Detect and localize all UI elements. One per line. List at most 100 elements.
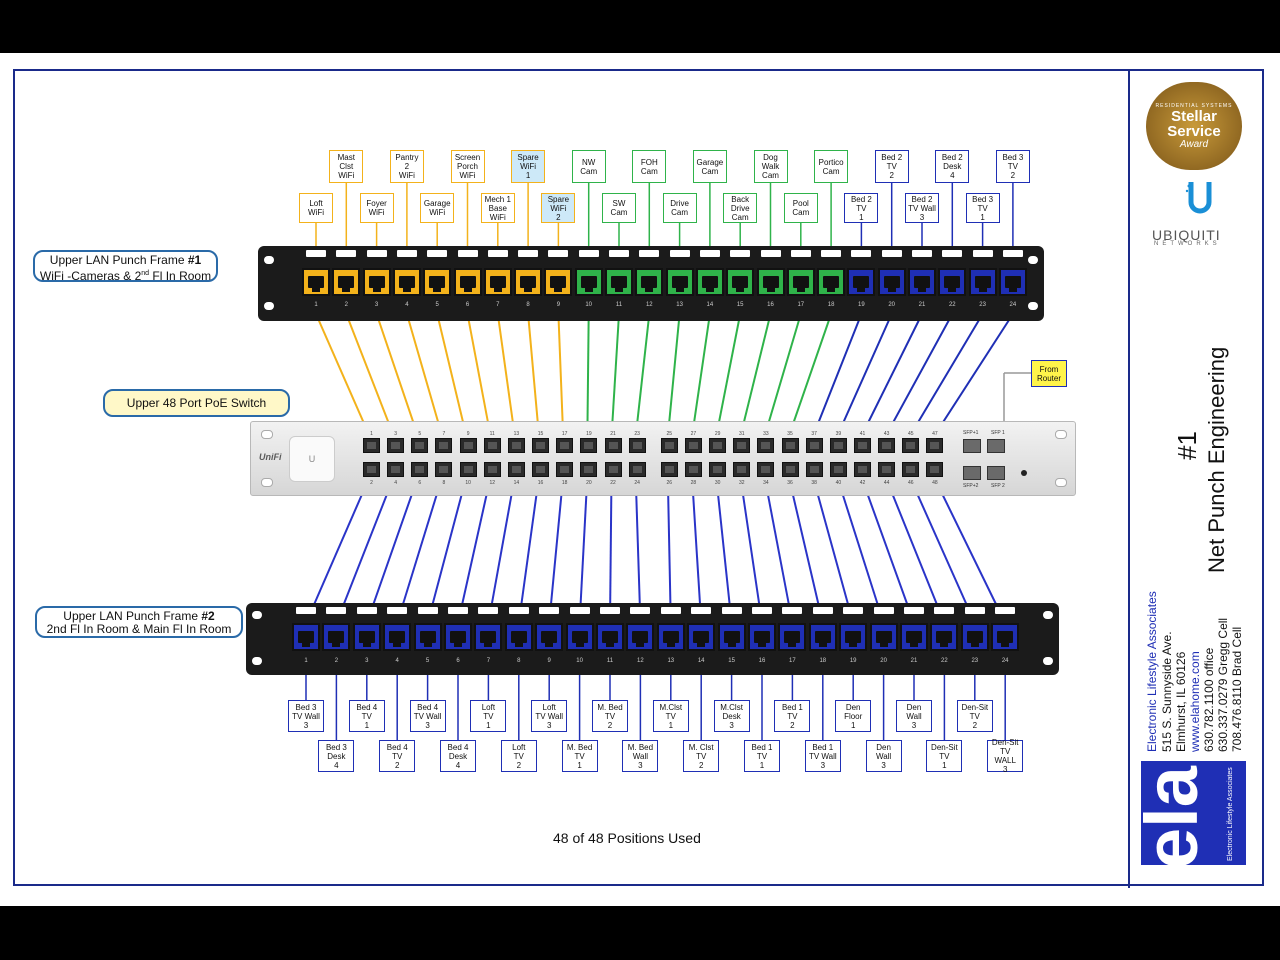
switch-port-18[interactable] bbox=[556, 462, 574, 477]
frame2-jack-16[interactable] bbox=[748, 623, 776, 651]
frame1-jack-18[interactable] bbox=[817, 268, 846, 296]
frame2-jack-18[interactable] bbox=[808, 623, 837, 651]
switch-port-8[interactable] bbox=[435, 462, 453, 477]
frame1-jack-11[interactable] bbox=[605, 268, 633, 296]
frame1-jack-4[interactable] bbox=[392, 268, 421, 296]
frame2-jack-20[interactable] bbox=[869, 623, 898, 651]
frame1-jack-23[interactable] bbox=[968, 268, 997, 296]
switch-port-9[interactable] bbox=[459, 438, 477, 453]
frame2-jack-5[interactable] bbox=[413, 623, 442, 651]
switch-port-48[interactable] bbox=[926, 462, 944, 477]
frame1-jack-16[interactable] bbox=[756, 268, 785, 296]
frame2-jack-4[interactable] bbox=[383, 623, 412, 651]
switch-port-7[interactable] bbox=[435, 438, 453, 453]
frame2-jack-10[interactable] bbox=[565, 623, 594, 651]
switch-port-40[interactable] bbox=[829, 462, 847, 477]
switch-port-39[interactable] bbox=[829, 438, 847, 453]
switch-port-5[interactable] bbox=[411, 438, 429, 453]
switch-port-14[interactable] bbox=[507, 462, 525, 477]
switch-port-46[interactable] bbox=[902, 462, 920, 477]
frame1-jack-20[interactable] bbox=[877, 268, 906, 296]
frame2-jack-21[interactable] bbox=[900, 623, 928, 651]
switch-port-19[interactable] bbox=[580, 438, 598, 453]
frame1-jack-10[interactable] bbox=[574, 268, 603, 296]
frame1-jack-15[interactable] bbox=[726, 268, 755, 296]
switch-port-31[interactable] bbox=[733, 438, 751, 453]
switch-port-30[interactable] bbox=[709, 462, 727, 477]
frame2-jack-14[interactable] bbox=[687, 623, 716, 651]
frame1-jack-12[interactable] bbox=[635, 268, 664, 296]
frame2-jack-17[interactable] bbox=[778, 623, 807, 651]
sfp-cage-2[interactable] bbox=[987, 439, 1005, 453]
reset-button[interactable] bbox=[1021, 470, 1027, 476]
frame1-jack-3[interactable] bbox=[362, 268, 391, 296]
switch-port-1[interactable] bbox=[363, 438, 380, 453]
sfp-cage-1[interactable] bbox=[963, 439, 981, 453]
switch-port-47[interactable] bbox=[926, 438, 944, 453]
switch-port-15[interactable] bbox=[532, 438, 550, 453]
switch-port-33[interactable] bbox=[757, 438, 775, 453]
sfp-cage-4[interactable] bbox=[987, 466, 1005, 480]
frame2-jack-11[interactable] bbox=[596, 623, 624, 651]
switch-port-13[interactable] bbox=[507, 438, 525, 453]
frame1-jack-13[interactable] bbox=[665, 268, 694, 296]
frame1-jack-17[interactable] bbox=[786, 268, 815, 296]
switch-port-22[interactable] bbox=[604, 462, 622, 477]
switch-port-10[interactable] bbox=[459, 462, 477, 477]
switch-port-32[interactable] bbox=[733, 462, 751, 477]
switch-port-41[interactable] bbox=[854, 438, 871, 453]
switch-port-44[interactable] bbox=[878, 462, 896, 477]
switch-port-23[interactable] bbox=[628, 438, 646, 453]
switch-port-21[interactable] bbox=[604, 438, 622, 453]
frame2-jack-6[interactable] bbox=[444, 623, 472, 651]
switch-port-27[interactable] bbox=[684, 438, 702, 453]
switch-port-36[interactable] bbox=[781, 462, 799, 477]
switch-port-12[interactable] bbox=[483, 462, 501, 477]
frame2-jack-8[interactable] bbox=[504, 623, 533, 651]
switch-port-2[interactable] bbox=[363, 462, 380, 477]
frame2-jack-12[interactable] bbox=[626, 623, 655, 651]
switch-port-43[interactable] bbox=[878, 438, 896, 453]
frame2-jack-24[interactable] bbox=[991, 623, 1020, 651]
frame2-jack-2[interactable] bbox=[322, 623, 351, 651]
frame2-jack-1[interactable] bbox=[292, 623, 320, 651]
frame2-jack-7[interactable] bbox=[474, 623, 503, 651]
frame2-jack-3[interactable] bbox=[352, 623, 381, 651]
frame2-jack-9[interactable] bbox=[535, 623, 564, 651]
frame2-jack-19[interactable] bbox=[839, 623, 868, 651]
frame1-jack-21[interactable] bbox=[908, 268, 936, 296]
switch-port-16[interactable] bbox=[532, 462, 550, 477]
frame1-jack-22[interactable] bbox=[938, 268, 967, 296]
frame2-jack-23[interactable] bbox=[960, 623, 989, 651]
frame1-jack-5[interactable] bbox=[423, 268, 452, 296]
switch-port-45[interactable] bbox=[902, 438, 920, 453]
switch-port-24[interactable] bbox=[628, 462, 646, 477]
frame1-jack-1[interactable] bbox=[302, 268, 330, 296]
frame2-jack-22[interactable] bbox=[930, 623, 959, 651]
switch-port-20[interactable] bbox=[580, 462, 598, 477]
switch-port-17[interactable] bbox=[556, 438, 574, 453]
frame1-jack-9[interactable] bbox=[544, 268, 573, 296]
switch-port-37[interactable] bbox=[805, 438, 823, 453]
frame1-jack-19[interactable] bbox=[847, 268, 876, 296]
switch-port-35[interactable] bbox=[781, 438, 799, 453]
switch-port-25[interactable] bbox=[660, 438, 678, 453]
frame1-jack-24[interactable] bbox=[998, 268, 1027, 296]
switch-port-29[interactable] bbox=[709, 438, 727, 453]
sfp-cage-3[interactable] bbox=[963, 466, 981, 480]
switch-port-42[interactable] bbox=[854, 462, 871, 477]
frame1-jack-8[interactable] bbox=[514, 268, 543, 296]
frame1-jack-14[interactable] bbox=[695, 268, 724, 296]
switch-port-26[interactable] bbox=[660, 462, 678, 477]
switch-port-11[interactable] bbox=[483, 438, 501, 453]
frame1-jack-2[interactable] bbox=[332, 268, 361, 296]
frame1-jack-7[interactable] bbox=[483, 268, 512, 296]
frame2-jack-15[interactable] bbox=[717, 623, 746, 651]
switch-port-34[interactable] bbox=[757, 462, 775, 477]
switch-port-38[interactable] bbox=[805, 462, 823, 477]
frame2-jack-13[interactable] bbox=[656, 623, 685, 651]
frame1-jack-6[interactable] bbox=[453, 268, 482, 296]
switch-port-28[interactable] bbox=[684, 462, 702, 477]
switch-port-4[interactable] bbox=[387, 462, 405, 477]
switch-port-6[interactable] bbox=[411, 462, 429, 477]
